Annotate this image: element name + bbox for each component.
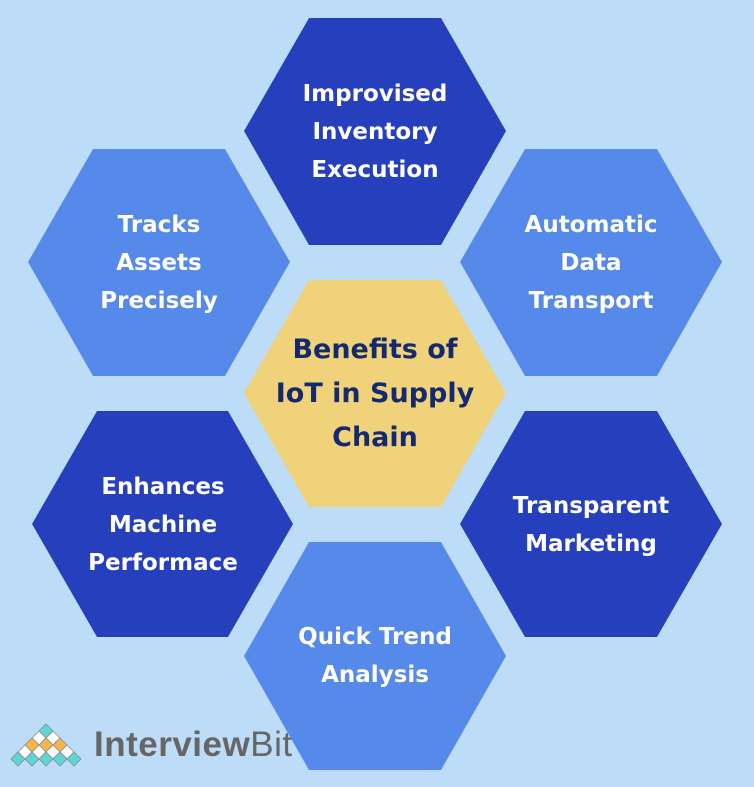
logo-text: InterviewBit — [94, 725, 293, 765]
hex-bottom — [244, 542, 506, 770]
logo-diamond-icon — [10, 723, 82, 767]
benefit-bottom-right: Transparent Marketing — [512, 492, 670, 557]
diagram-title: Benefits of IoT in Supply Chain — [275, 333, 475, 453]
benefit-top-right: Automatic Data Transport — [524, 211, 658, 314]
interviewbit-logo: InterviewBit — [8, 722, 293, 768]
benefit-bottom: Quick Trend Analysis — [298, 623, 452, 688]
logo-text-light: Bit — [250, 725, 293, 764]
hex-top — [244, 18, 506, 245]
hex-bottom-left — [32, 411, 293, 637]
benefit-top: Improvised Inventory Execution — [302, 80, 448, 183]
benefit-top-left: Tracks Assets Precisely — [100, 211, 218, 314]
hex-top-right — [460, 149, 722, 376]
benefit-bottom-left: Enhances Machine Performace — [88, 473, 238, 576]
hex-top-left — [28, 149, 290, 376]
hex-center — [244, 280, 506, 507]
hex-bottom-right — [460, 411, 722, 637]
logo-text-bold: Interview — [94, 725, 251, 764]
